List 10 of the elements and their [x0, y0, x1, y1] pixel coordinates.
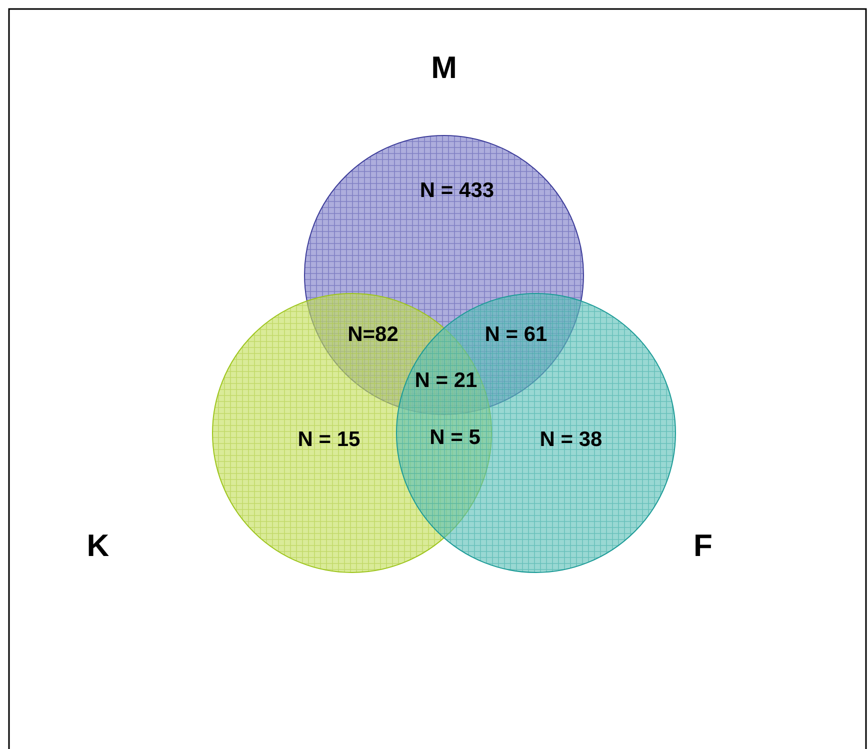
count-label: N = 21 [414, 369, 478, 393]
count-label: N=82 [348, 323, 398, 347]
set-label: M [431, 50, 457, 86]
count-label: N = 5 [430, 426, 480, 450]
count-label: N = 61 [484, 323, 548, 347]
set-label: K [86, 528, 110, 564]
count-label: N = 38 [540, 428, 602, 452]
count-label: N = 433 [420, 179, 494, 203]
set-label: F [694, 528, 712, 564]
count-label: N = 15 [298, 428, 360, 452]
